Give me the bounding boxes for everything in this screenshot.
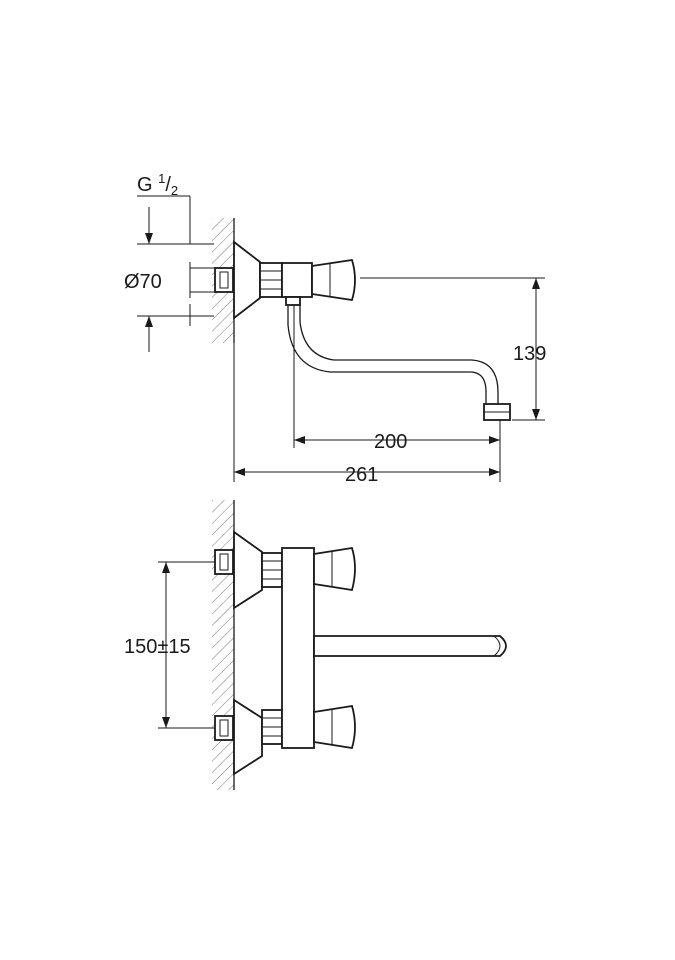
mixer-body (281, 547, 315, 749)
rosette (233, 240, 261, 320)
valve-body (281, 262, 313, 298)
spout-connector (285, 296, 301, 306)
thread-size-label: G 1/2 (137, 171, 178, 198)
overall-length-label: 261 (345, 464, 378, 486)
spout-reach-label: 200 (374, 431, 407, 453)
lower-rosette (233, 698, 263, 776)
side-view: G 1/2 Ø70 139 200 261 (124, 171, 546, 486)
spout-height-label: 139 (513, 343, 546, 365)
wall-hatch-bottom (212, 500, 234, 790)
upper-handle (313, 546, 356, 592)
rosette-diameter-label: Ø70 (124, 271, 162, 293)
lower-handle (313, 704, 356, 750)
front-view: 150±15 (124, 500, 507, 790)
inlet-spacing-label: 150±15 (124, 636, 191, 658)
spout (287, 305, 487, 404)
valve-handle (311, 258, 356, 302)
front-spout (313, 635, 507, 657)
upper-rosette (233, 530, 263, 610)
